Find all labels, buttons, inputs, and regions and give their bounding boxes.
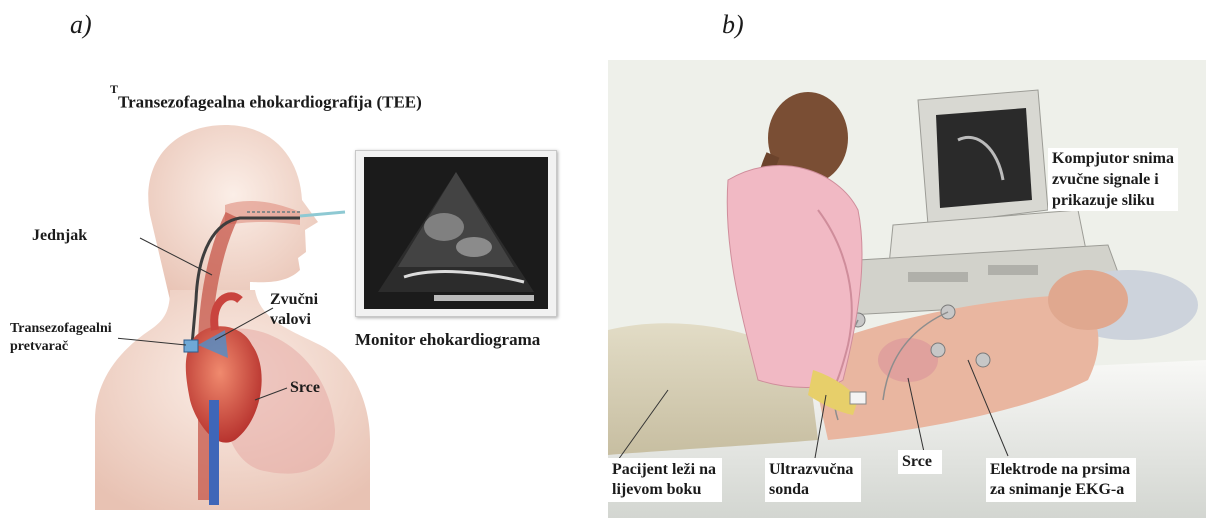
label-pacijent: Pacijent leži na lijevom boku <box>608 458 722 502</box>
label-pacijent-line2: lijevom boku <box>612 480 716 500</box>
label-elektrode-line2: za snimanje EKG-a <box>990 480 1130 500</box>
ultrasound-probe <box>850 392 866 404</box>
label-pretvarac-line2: pretvarač <box>10 338 112 356</box>
label-sonda: Ultrazvučna sonda <box>765 458 861 502</box>
label-pretvarac: Transezofagealni pretvarač <box>6 318 118 358</box>
patient-head <box>1048 270 1128 330</box>
label-kompjutor: Kompjutor snima zvučne signale i prikazu… <box>1048 148 1178 211</box>
label-zvucni-valovi: Zvučni valovi <box>270 290 318 330</box>
label-srce-a: Srce <box>290 378 320 398</box>
echo-image <box>364 157 548 309</box>
label-sonda-line1: Ultrazvučna <box>769 460 853 480</box>
label-kompjutor-line2: zvučne signale i <box>1052 169 1174 190</box>
label-zvucni-line2: valovi <box>270 310 318 330</box>
panel-b: Kompjutor snima zvučne signale i prikazu… <box>608 60 1206 518</box>
label-sonda-line2: sonda <box>769 480 853 500</box>
echo-screen <box>364 157 548 309</box>
label-srce-b: Srce <box>898 450 942 474</box>
label-kompjutor-line1: Kompjutor snima <box>1052 148 1174 169</box>
label-jednjak: Jednjak <box>32 226 87 246</box>
label-elektrode-line1: Elektrode na prsima <box>990 460 1130 480</box>
label-kompjutor-line3: prikazuje sliku <box>1052 190 1174 211</box>
panel-a: TTransezofagealna ehokardiografija (TEE) <box>0 0 600 524</box>
label-pacijent-line1: Pacijent leži na <box>612 460 716 480</box>
label-monitor: Monitor ehokardiograma <box>355 330 540 350</box>
echo-monitor <box>355 150 557 317</box>
label-elektrode: Elektrode na prsima za snimanje EKG-a <box>986 458 1136 502</box>
panel-b-letter: b) <box>722 10 744 40</box>
label-zvucni-line1: Zvučni <box>270 290 318 310</box>
label-pretvarac-line1: Transezofagealni <box>10 320 112 338</box>
